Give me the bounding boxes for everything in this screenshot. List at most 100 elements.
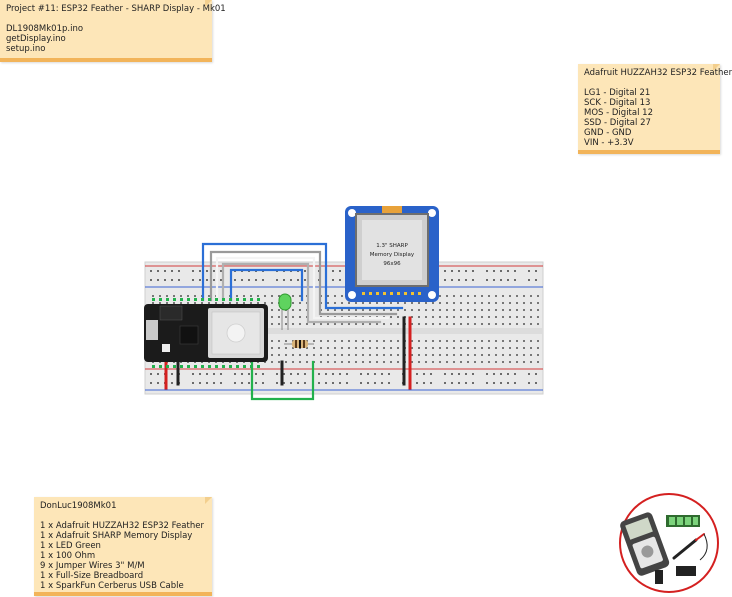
breadboard-hole bbox=[465, 279, 467, 281]
breadboard-hole bbox=[523, 347, 525, 349]
breadboard-hole bbox=[327, 354, 329, 356]
parts-note-title: DonLuc1908Mk01 bbox=[40, 501, 117, 511]
breadboard-hole bbox=[341, 354, 343, 356]
breadboard-hole bbox=[355, 361, 357, 363]
breadboard-hole bbox=[397, 361, 399, 363]
display-text-line1: 1.3" SHARP bbox=[376, 243, 408, 249]
breadboard-hole bbox=[390, 316, 392, 318]
breadboard-hole bbox=[250, 302, 252, 304]
breadboard-hole bbox=[290, 373, 292, 375]
breadboard-hole bbox=[530, 361, 532, 363]
feather-pin bbox=[187, 365, 190, 368]
feather-pin bbox=[250, 298, 253, 301]
breadboard-hole bbox=[495, 354, 497, 356]
breadboard-hole bbox=[418, 340, 420, 342]
breadboard-hole bbox=[173, 302, 175, 304]
breadboard-hole bbox=[537, 309, 539, 311]
feather-pin bbox=[159, 298, 162, 301]
breadboard-hole bbox=[208, 295, 210, 297]
breadboard-hole bbox=[493, 382, 495, 384]
breadboard-hole bbox=[334, 323, 336, 325]
breadboard-hole bbox=[516, 309, 518, 311]
breadboard-hole bbox=[446, 323, 448, 325]
breadboard-hole bbox=[502, 316, 504, 318]
project-note: Project #11: ESP32 Feather - SHARP Displ… bbox=[0, 0, 226, 62]
breadboard-hole bbox=[486, 270, 488, 272]
breadboard-hole bbox=[390, 354, 392, 356]
logo-icon bbox=[619, 493, 719, 593]
breadboard-hole bbox=[320, 347, 322, 349]
breadboard-hole bbox=[334, 340, 336, 342]
breadboard-hole bbox=[164, 279, 166, 281]
breadboard-hole bbox=[283, 279, 285, 281]
breadboard-hole bbox=[374, 382, 376, 384]
parts-note: DonLuc1908Mk01 1 x Adafruit HUZZAH32 ESP… bbox=[34, 497, 212, 596]
breadboard-hole bbox=[341, 340, 343, 342]
breadboard-hole bbox=[297, 373, 299, 375]
breadboard-hole bbox=[530, 302, 532, 304]
breadboard-hole bbox=[446, 295, 448, 297]
breadboard-hole bbox=[523, 340, 525, 342]
breadboard-hole bbox=[369, 347, 371, 349]
breadboard-hole bbox=[278, 340, 280, 342]
breadboard-hole bbox=[362, 340, 364, 342]
breadboard-hole bbox=[362, 361, 364, 363]
breadboard-hole bbox=[262, 382, 264, 384]
breadboard-hole bbox=[509, 302, 511, 304]
breadboard-hole bbox=[213, 382, 215, 384]
breadboard-hole bbox=[467, 316, 469, 318]
breadboard-hole bbox=[327, 302, 329, 304]
breadboard-hole bbox=[313, 347, 315, 349]
breadboard-hole bbox=[404, 309, 406, 311]
breadboard-hole bbox=[297, 279, 299, 281]
breadboard-hole bbox=[341, 347, 343, 349]
breadboard-hole bbox=[243, 295, 245, 297]
breadboard-hole bbox=[278, 295, 280, 297]
breadboard-hole bbox=[290, 279, 292, 281]
breadboard-hole bbox=[339, 270, 341, 272]
pin-line: VIN - +3.3V bbox=[584, 138, 634, 148]
breadboard-hole bbox=[376, 323, 378, 325]
breadboard-hole bbox=[488, 340, 490, 342]
breadboard-hole bbox=[318, 373, 320, 375]
breadboard-hole bbox=[474, 309, 476, 311]
breadboard-hole bbox=[264, 295, 266, 297]
breadboard-hole bbox=[222, 302, 224, 304]
breadboard-hole bbox=[271, 347, 273, 349]
breadboard-hole bbox=[194, 302, 196, 304]
breadboard-hole bbox=[493, 279, 495, 281]
breadboard-hole bbox=[306, 347, 308, 349]
breadboard-hole bbox=[292, 361, 294, 363]
display-pin bbox=[383, 292, 386, 295]
breadboard-hole bbox=[157, 270, 159, 272]
feather-pin bbox=[208, 365, 211, 368]
breadboard-hole bbox=[488, 347, 490, 349]
breadboard-hole bbox=[411, 354, 413, 356]
pin-line: SSD - Digital 27 bbox=[584, 118, 651, 128]
breadboard-hole bbox=[383, 347, 385, 349]
feather-pin bbox=[187, 298, 190, 301]
breadboard-hole bbox=[502, 340, 504, 342]
breadboard-hole bbox=[432, 347, 434, 349]
breadboard-hole bbox=[278, 347, 280, 349]
feather-pin bbox=[222, 298, 225, 301]
pin-line: GND - GND bbox=[584, 128, 632, 138]
breadboard-hole bbox=[150, 373, 152, 375]
breadboard-hole bbox=[451, 382, 453, 384]
breadboard-hole bbox=[509, 309, 511, 311]
display-pin bbox=[362, 292, 365, 295]
breadboard-hole bbox=[516, 340, 518, 342]
breadboard-hole bbox=[376, 361, 378, 363]
breadboard-hole bbox=[271, 354, 273, 356]
breadboard-hole bbox=[299, 309, 301, 311]
breadboard-hole bbox=[509, 295, 511, 297]
breadboard-hole bbox=[264, 361, 266, 363]
breadboard-hole bbox=[271, 309, 273, 311]
breadboard-hole bbox=[192, 373, 194, 375]
breadboard-hole bbox=[376, 347, 378, 349]
breadboard-hole bbox=[495, 295, 497, 297]
part-line: 1 x 100 Ohm bbox=[40, 551, 96, 561]
breadboard-hole bbox=[262, 279, 264, 281]
breadboard-hole bbox=[537, 323, 539, 325]
breadboard-hole bbox=[514, 373, 516, 375]
